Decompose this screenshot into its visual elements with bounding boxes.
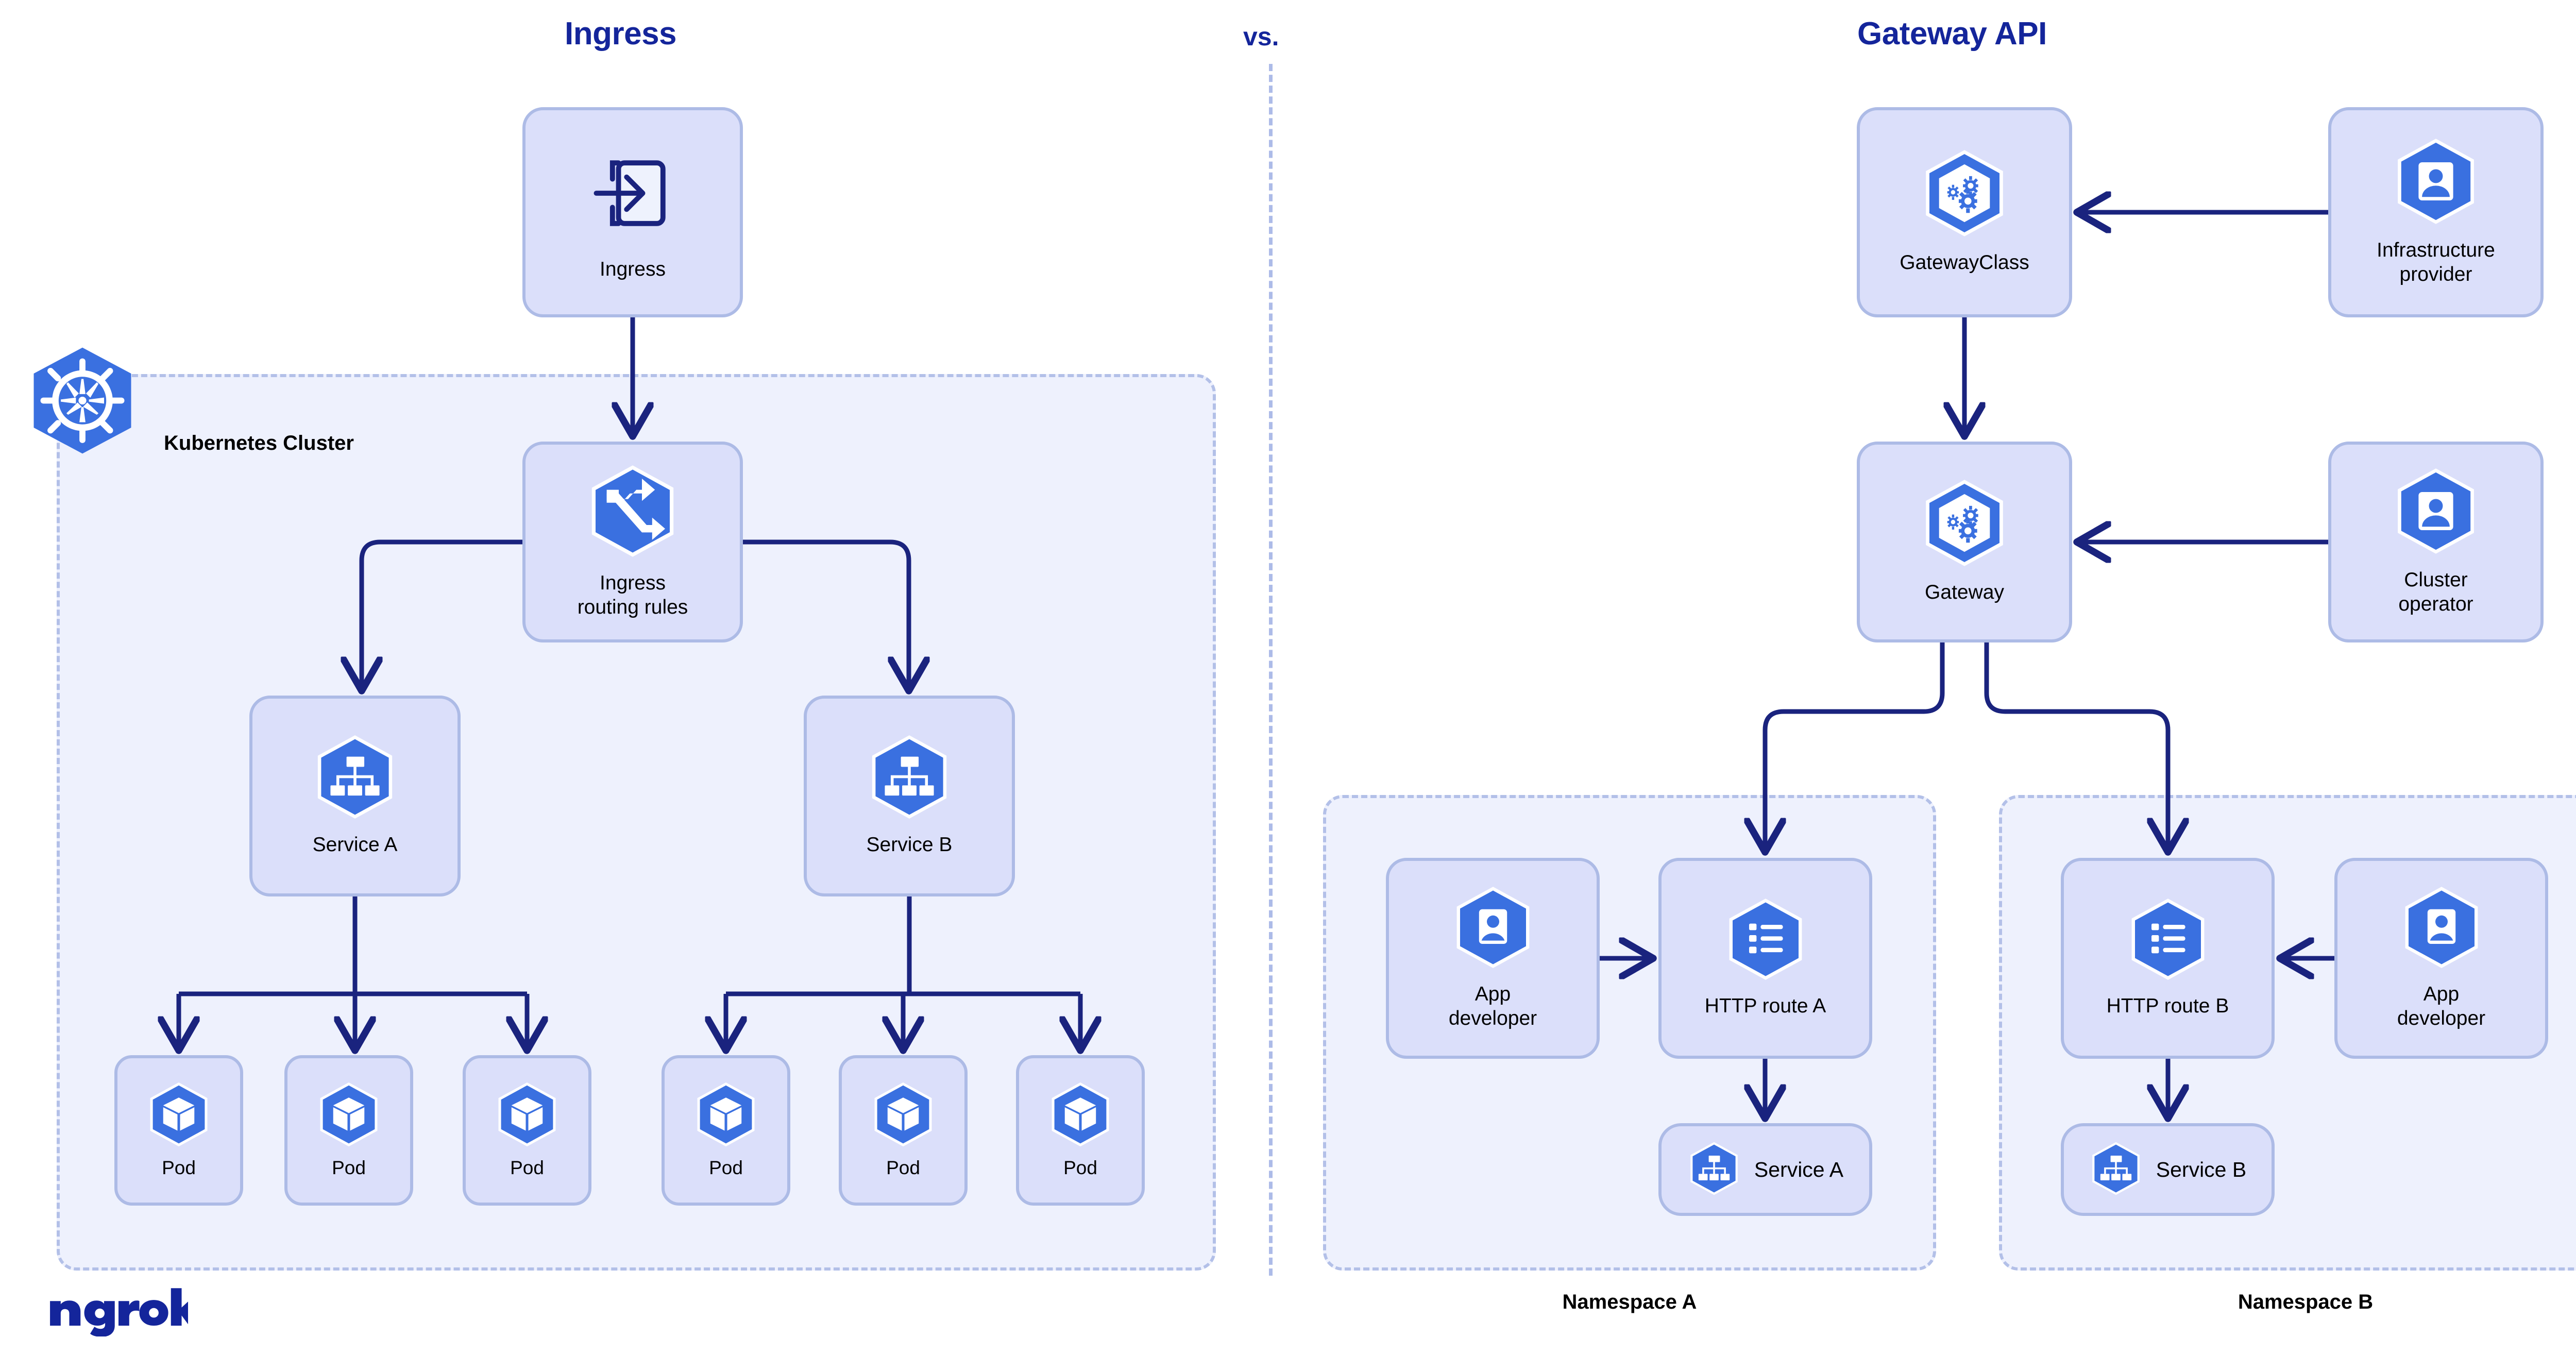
shuffle-routing-icon <box>586 465 679 560</box>
list-route-icon <box>1724 898 1807 983</box>
card-pod[interactable]: Pod <box>839 1055 968 1206</box>
card-pod[interactable]: Pod <box>284 1055 413 1206</box>
card-service-b-ns-label: Service B <box>2156 1157 2247 1181</box>
service-hierarchy-icon <box>867 735 952 822</box>
card-pod-label: Pod <box>510 1157 544 1178</box>
card-infrastructure-provider[interactable]: Infrastructure provider <box>2328 107 2544 317</box>
namespace-b-label: Namespace B <box>2238 1291 2374 1313</box>
card-cluster-operator-label: Cluster operator <box>2398 569 2473 615</box>
card-app-developer-b-label: App developer <box>2397 983 2486 1029</box>
service-hierarchy-icon <box>1687 1142 1741 1198</box>
person-card-icon <box>2393 468 2479 557</box>
card-service-b[interactable]: Service B <box>804 696 1015 896</box>
ingress-arrow-icon <box>582 143 683 246</box>
card-service-a-ns[interactable]: Service A <box>1658 1123 1872 1216</box>
vs-label: vs. <box>1243 22 1279 51</box>
service-hierarchy-icon <box>2089 1142 2143 1198</box>
card-service-a[interactable]: Service A <box>249 696 461 896</box>
card-http-route-b[interactable]: HTTP route B <box>2061 858 2275 1059</box>
card-pod-label: Pod <box>1063 1157 1097 1178</box>
pod-cube-icon <box>693 1082 758 1149</box>
card-cluster-operator[interactable]: Cluster operator <box>2328 442 2544 642</box>
card-infrastructure-provider-label: Infrastructure provider <box>2377 239 2495 285</box>
pod-cube-icon <box>316 1082 381 1149</box>
vertical-divider <box>1269 64 1273 1276</box>
card-pod-label: Pod <box>709 1157 743 1178</box>
list-route-icon <box>2127 898 2209 983</box>
service-hierarchy-icon <box>313 735 397 822</box>
card-app-developer-a[interactable]: App developer <box>1386 858 1600 1059</box>
card-http-route-b-label: HTTP route B <box>2106 995 2229 1018</box>
kubernetes-cluster-label: Kubernetes Cluster <box>164 432 354 454</box>
card-http-route-a[interactable]: HTTP route A <box>1658 858 1872 1059</box>
card-gateway-label: Gateway <box>1925 581 2004 604</box>
card-ingress-routing-rules[interactable]: Ingress routing rules <box>522 442 743 642</box>
namespace-a-label: Namespace A <box>1562 1291 1697 1313</box>
card-pod[interactable]: Pod <box>1016 1055 1145 1206</box>
card-gatewayclass[interactable]: GatewayClass <box>1857 107 2072 317</box>
card-routing-rules-label: Ingress routing rules <box>577 572 688 618</box>
ngrok-wordmark-logo <box>49 1287 202 1337</box>
card-service-b-ns[interactable]: Service B <box>2061 1123 2275 1216</box>
kubernetes-helm-wheel-icon <box>28 343 137 459</box>
card-gatewayclass-label: GatewayClass <box>1900 251 2029 274</box>
page-title-gateway-api: Gateway API <box>1857 16 2047 52</box>
card-app-developer-b[interactable]: App developer <box>2334 858 2548 1059</box>
card-ingress-label: Ingress <box>600 258 666 281</box>
person-card-icon <box>2393 138 2479 227</box>
pod-cube-icon <box>1048 1082 1113 1149</box>
card-gateway[interactable]: Gateway <box>1857 442 2072 642</box>
card-ingress[interactable]: Ingress <box>522 107 743 317</box>
gears-gatewayclass-icon <box>1921 149 2008 240</box>
person-card-icon <box>2400 886 2483 971</box>
card-service-b-label: Service B <box>866 834 953 856</box>
pod-cube-icon <box>495 1082 560 1149</box>
page-title-ingress: Ingress <box>565 16 677 52</box>
card-pod[interactable]: Pod <box>463 1055 591 1206</box>
card-service-a-label: Service A <box>312 834 398 856</box>
pod-cube-icon <box>871 1082 936 1149</box>
card-http-route-a-label: HTTP route A <box>1704 995 1826 1018</box>
card-pod[interactable]: Pod <box>662 1055 790 1206</box>
card-pod-label: Pod <box>886 1157 920 1178</box>
person-card-icon <box>1452 886 1534 971</box>
pod-cube-icon <box>146 1082 211 1149</box>
card-pod-label: Pod <box>162 1157 196 1178</box>
card-pod[interactable]: Pod <box>114 1055 243 1206</box>
card-app-developer-a-label: App developer <box>1448 983 1537 1029</box>
gears-gateway-icon <box>1921 479 2008 569</box>
card-service-a-ns-label: Service A <box>1754 1157 1844 1181</box>
card-pod-label: Pod <box>332 1157 366 1178</box>
